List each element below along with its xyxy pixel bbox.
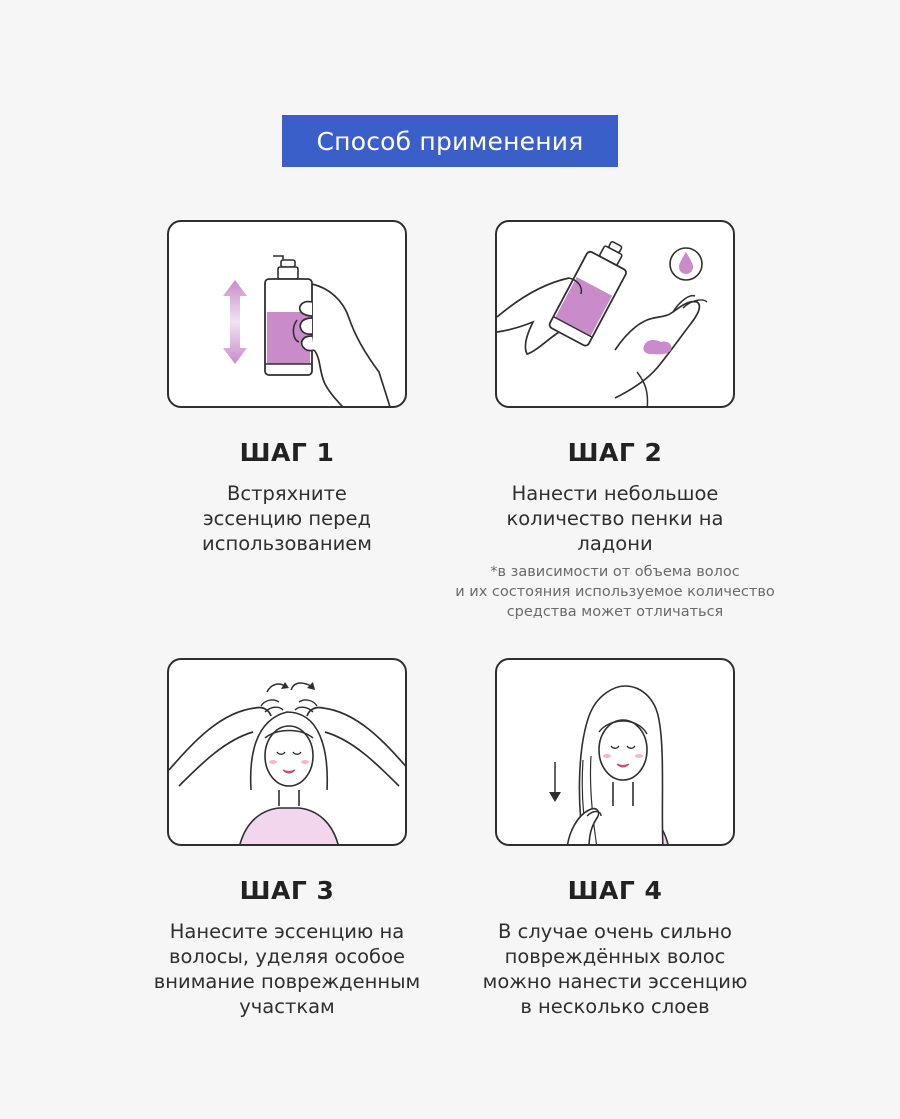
step-4-description: В случае очень сильно повреждённых волос… [445, 919, 785, 1019]
step-2-illustration-card [495, 220, 735, 408]
step-2-title: ШАГ 2 [567, 438, 663, 467]
apply-to-lengths-icon [549, 685, 669, 844]
step-2-text-line: количество пенки на [506, 507, 724, 530]
step-4-text-line: повреждённых волос [504, 945, 726, 968]
step-1-text-line: эссенцию перед [202, 507, 372, 530]
step-4-title: ШАГ 4 [567, 876, 663, 905]
step-4: ШАГ 4 В случае очень сильно повреждённых… [445, 658, 785, 1019]
step-3-text-line: участкам [239, 995, 335, 1018]
step-3-description: Нанесите эссенцию на волосы, уделяя особ… [117, 919, 457, 1019]
step-2: ШАГ 2 Нанести небольшое количество пенки… [445, 220, 785, 622]
step-3-illustration-card [167, 658, 407, 846]
step-4-text-line: можно нанести эссенцию [482, 970, 748, 993]
shake-bottle-icon [223, 255, 391, 406]
step-4-text-line: В случае очень сильно [498, 920, 732, 943]
step-3-text-line: внимание поврежденным [153, 970, 421, 993]
pump-to-palm-icon [497, 241, 708, 406]
step-2-text-line: ладони [577, 532, 653, 555]
step-1-title: ШАГ 1 [239, 438, 335, 467]
step-1-text-line: Встряхните [227, 482, 347, 505]
step-1: ШАГ 1 Встряхните эссенцию перед использо… [117, 220, 457, 556]
step-2-description: Нанести небольшое количество пенки на ла… [445, 481, 785, 556]
step-1-illustration-card [167, 220, 407, 408]
step-1-description: Встряхните эссенцию перед использованием [117, 481, 457, 556]
step-3-text-line: Нанесите эссенцию на [169, 920, 405, 943]
step-4-text-line: в несколько слоев [520, 995, 710, 1018]
step-1-text-line: использованием [202, 532, 372, 555]
massage-scalp-icon [169, 682, 405, 844]
step-3-text-line: волосы, уделяя особое [168, 945, 405, 968]
step-2-footnote: *в зависимости от объема волос и их сост… [445, 562, 785, 622]
step-2-note-line: *в зависимости от объема волос [490, 564, 740, 580]
step-3-title: ШАГ 3 [239, 876, 335, 905]
step-3: ШАГ 3 Нанесите эссенцию на волосы, уделя… [117, 658, 457, 1019]
step-4-illustration-card [495, 658, 735, 846]
step-2-note-line: средства может отличаться [506, 604, 724, 620]
step-2-text-line: Нанести небольшое [511, 482, 719, 505]
step-2-note-line: и их состояния используемое количество [455, 584, 775, 600]
page-title: Способ применения [282, 115, 618, 167]
